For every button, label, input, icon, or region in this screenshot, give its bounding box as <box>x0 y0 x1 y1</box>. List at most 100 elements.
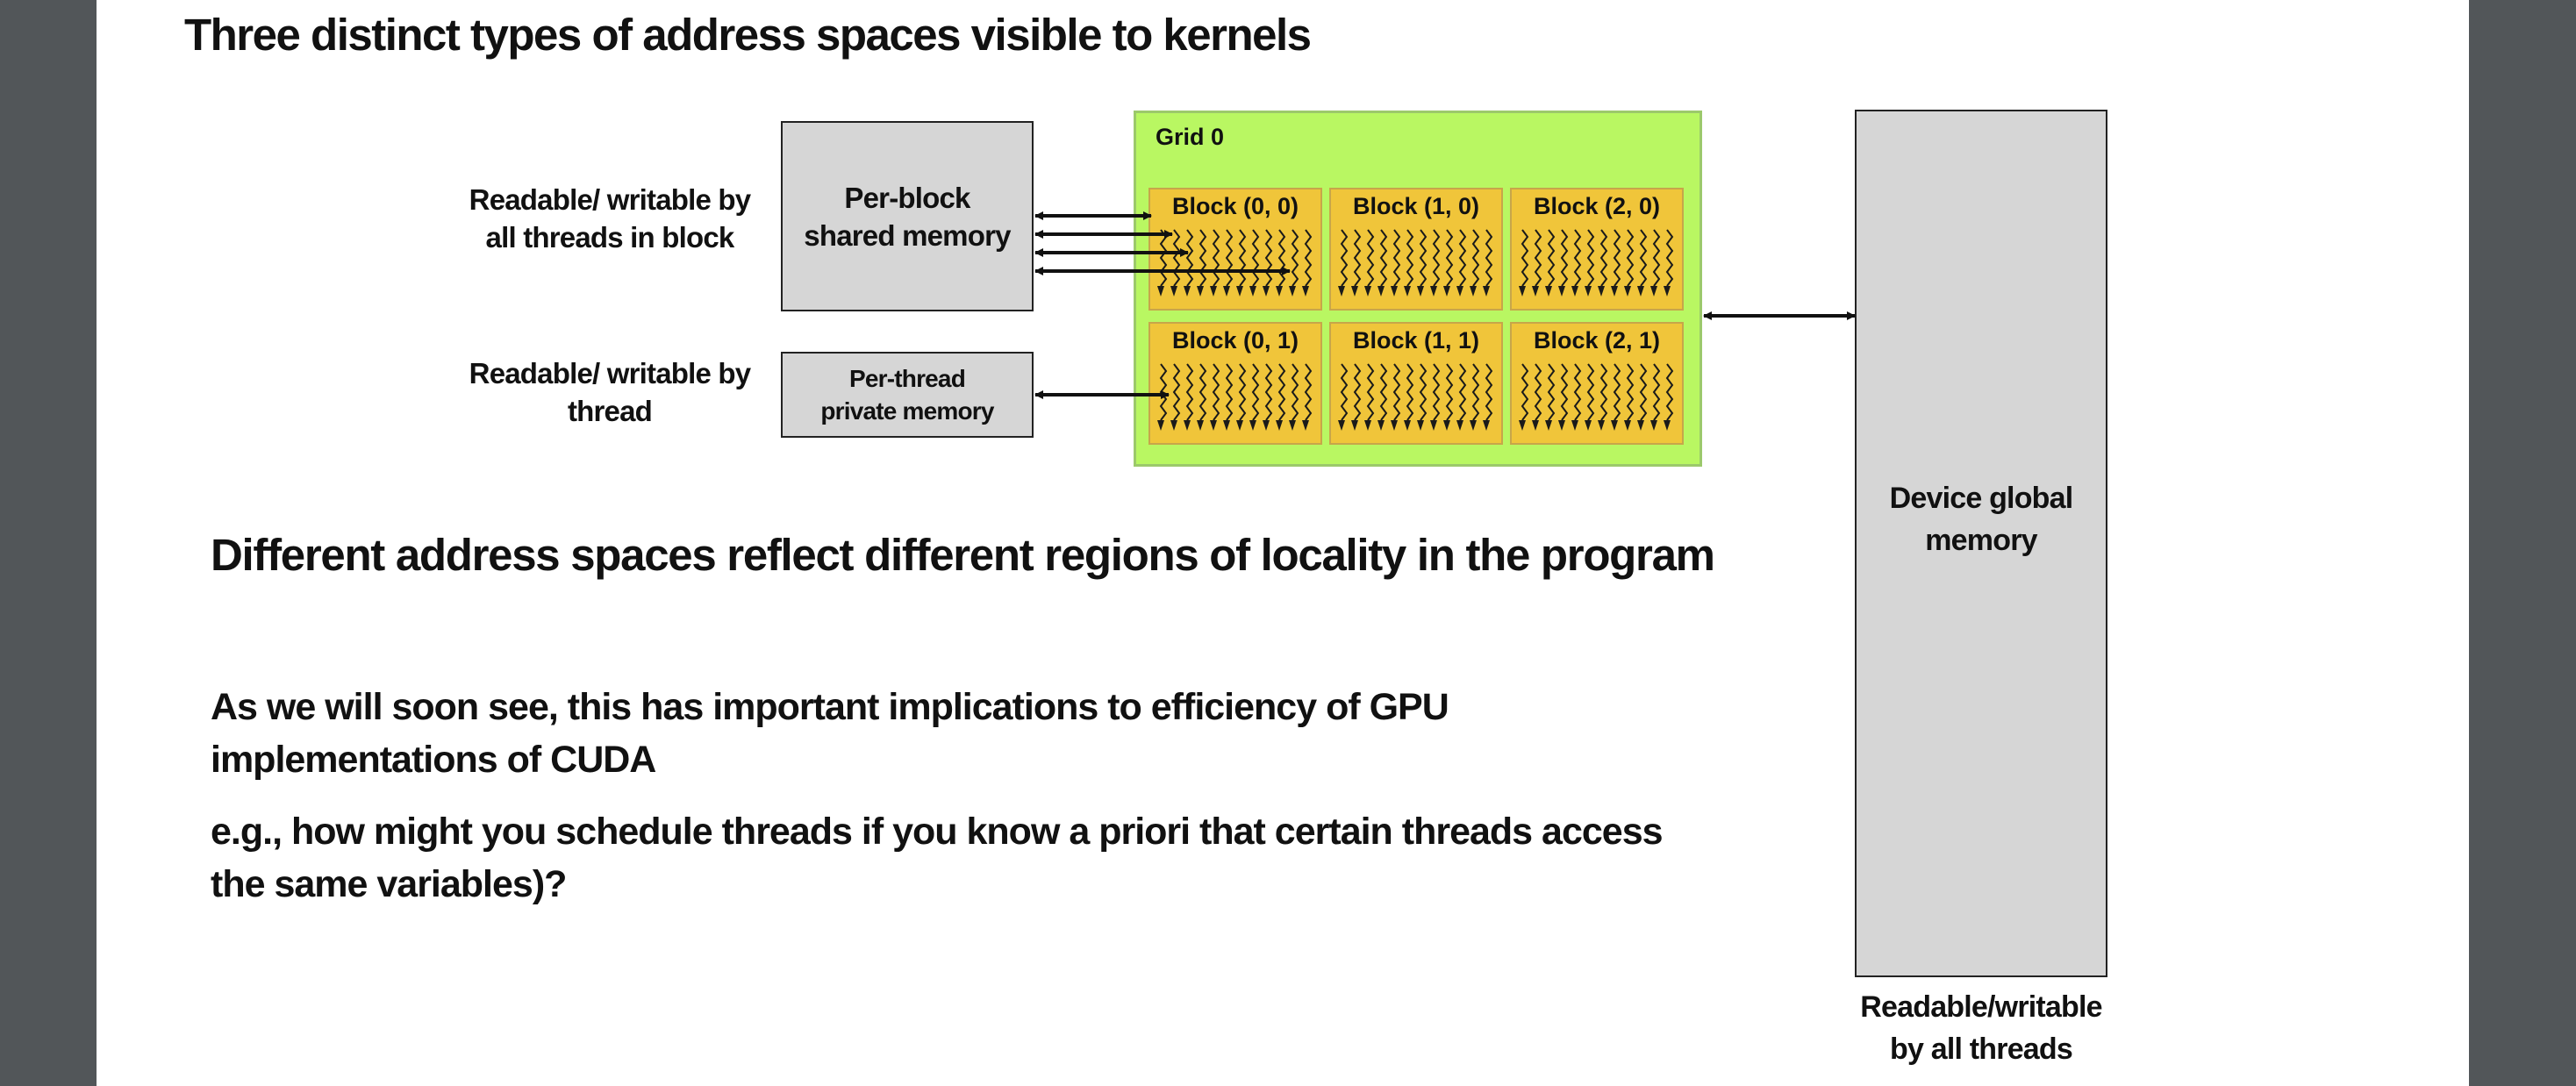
thread-arrowhead <box>1263 420 1270 431</box>
thread-arrowhead <box>1289 420 1296 431</box>
thread-wave <box>1419 363 1428 421</box>
private-label-line1: Readable/ writable by <box>469 357 751 389</box>
thread-arrowhead <box>1276 420 1283 431</box>
thread-arrowhead <box>1637 286 1644 297</box>
shared-label-line2: all threads in block <box>485 221 735 254</box>
thread-wave <box>1392 229 1401 287</box>
thread-arrowhead <box>1558 286 1565 297</box>
thread-wave <box>1471 363 1480 421</box>
block-label: Block (2, 1) <box>1533 327 1661 354</box>
thread-arrowhead <box>1470 286 1477 297</box>
thread-wave <box>1353 363 1362 421</box>
thread-arrowhead <box>1470 420 1477 431</box>
block-label: Block (0, 0) <box>1171 193 1299 219</box>
thread-arrowhead <box>1184 286 1191 297</box>
grid-title: Grid 0 <box>1156 124 1225 150</box>
block-label: Block (2, 0) <box>1533 193 1661 219</box>
thread-wave <box>1599 229 1608 287</box>
thread-wave <box>1445 229 1454 287</box>
thread-warp-icon <box>1157 363 1313 431</box>
thread-arrowhead <box>1483 286 1490 297</box>
thread-arrowhead <box>1351 286 1358 297</box>
private-memory-label: Readable/ writable by thread <box>465 354 755 430</box>
thread-wave <box>1291 229 1299 287</box>
thread-wave <box>1264 363 1273 421</box>
thread-arrowhead <box>1545 286 1552 297</box>
thread-arrowhead <box>1664 420 1671 431</box>
thread-arrowhead <box>1456 286 1463 297</box>
thread-wave <box>1353 229 1362 287</box>
thread-arrowhead <box>1598 420 1605 431</box>
thread-wave <box>1560 363 1569 421</box>
thread-wave <box>1626 363 1635 421</box>
global-memory-box: Device global memory <box>1855 110 2107 977</box>
thread-arrowhead <box>1223 420 1230 431</box>
thread-arrowhead <box>1417 286 1424 297</box>
thread-wave <box>1159 229 1168 287</box>
thread-arrowhead <box>1417 420 1424 431</box>
thread-arrowhead <box>1184 420 1191 431</box>
thread-warp-icon <box>1519 363 1674 431</box>
thread-arrowhead <box>1571 286 1578 297</box>
thread-arrowhead <box>1338 286 1345 297</box>
thread-wave <box>1613 229 1621 287</box>
thread-arrowhead <box>1210 286 1217 297</box>
thread-wave <box>1419 229 1428 287</box>
thread-wave <box>1277 229 1286 287</box>
thread-wave <box>1366 229 1375 287</box>
thread-wave <box>1406 363 1414 421</box>
thread-arrowhead <box>1558 420 1565 431</box>
thread-wave <box>1471 229 1480 287</box>
private-memory-line2: private memory <box>820 397 994 425</box>
thread-wave <box>1212 363 1220 421</box>
block-1-0: Block (1, 0) <box>1329 188 1503 311</box>
thread-wave <box>1212 229 1220 287</box>
slide-title: Three distinct types of address spaces v… <box>184 10 1312 60</box>
thread-wave <box>1458 229 1467 287</box>
paragraph-2-line1: e.g., how might you schedule threads if … <box>211 811 1664 853</box>
thread-wave <box>1586 363 1595 421</box>
thread-arrowhead <box>1391 420 1398 431</box>
paragraph-1-line1: As we will soon see, this has important … <box>211 686 1449 728</box>
thread-arrowhead <box>1519 420 1526 431</box>
thread-arrowhead <box>1157 286 1164 297</box>
thread-wave <box>1264 229 1273 287</box>
thread-wave <box>1573 363 1582 421</box>
thread-arrowhead <box>1276 286 1283 297</box>
thread-wave <box>1639 229 1648 287</box>
thread-wave <box>1458 363 1467 421</box>
thread-wave <box>1560 229 1569 287</box>
thread-arrowhead <box>1637 420 1644 431</box>
block-2-0: Block (2, 0) <box>1510 188 1684 311</box>
thread-wave <box>1392 363 1401 421</box>
thread-arrowhead <box>1302 286 1309 297</box>
thread-warp-icon <box>1519 229 1674 297</box>
thread-arrowhead <box>1289 286 1296 297</box>
thread-arrowhead <box>1364 420 1371 431</box>
thread-wave <box>1340 229 1349 287</box>
thread-wave <box>1172 229 1181 287</box>
thread-arrowhead <box>1170 286 1177 297</box>
thread-arrowhead <box>1611 286 1618 297</box>
private-memory-box: Per-thread private memory <box>781 352 1034 438</box>
thread-arrowhead <box>1585 286 1592 297</box>
global-label-line1: Readable/writable <box>1860 990 2102 1024</box>
thread-arrowhead <box>1263 286 1270 297</box>
global-label-line2: by all threads <box>1890 1032 2073 1066</box>
thread-arrowhead <box>1611 420 1618 431</box>
thread-wave <box>1291 363 1299 421</box>
thread-wave <box>1547 229 1556 287</box>
thread-arrowhead <box>1664 286 1671 297</box>
slide: Three distinct types of address spaces v… <box>97 0 2469 1086</box>
thread-wave <box>1185 229 1194 287</box>
thread-wave <box>1445 363 1454 421</box>
thread-wave <box>1432 229 1441 287</box>
block-label: Block (0, 1) <box>1171 327 1299 354</box>
thread-wave <box>1185 363 1194 421</box>
paragraph-2-line2: the same variables)? <box>211 863 567 905</box>
thread-wave <box>1251 229 1260 287</box>
thread-wave <box>1521 363 1529 421</box>
thread-arrowhead <box>1443 286 1450 297</box>
thread-arrowhead <box>1598 286 1605 297</box>
thread-arrowhead <box>1404 286 1411 297</box>
